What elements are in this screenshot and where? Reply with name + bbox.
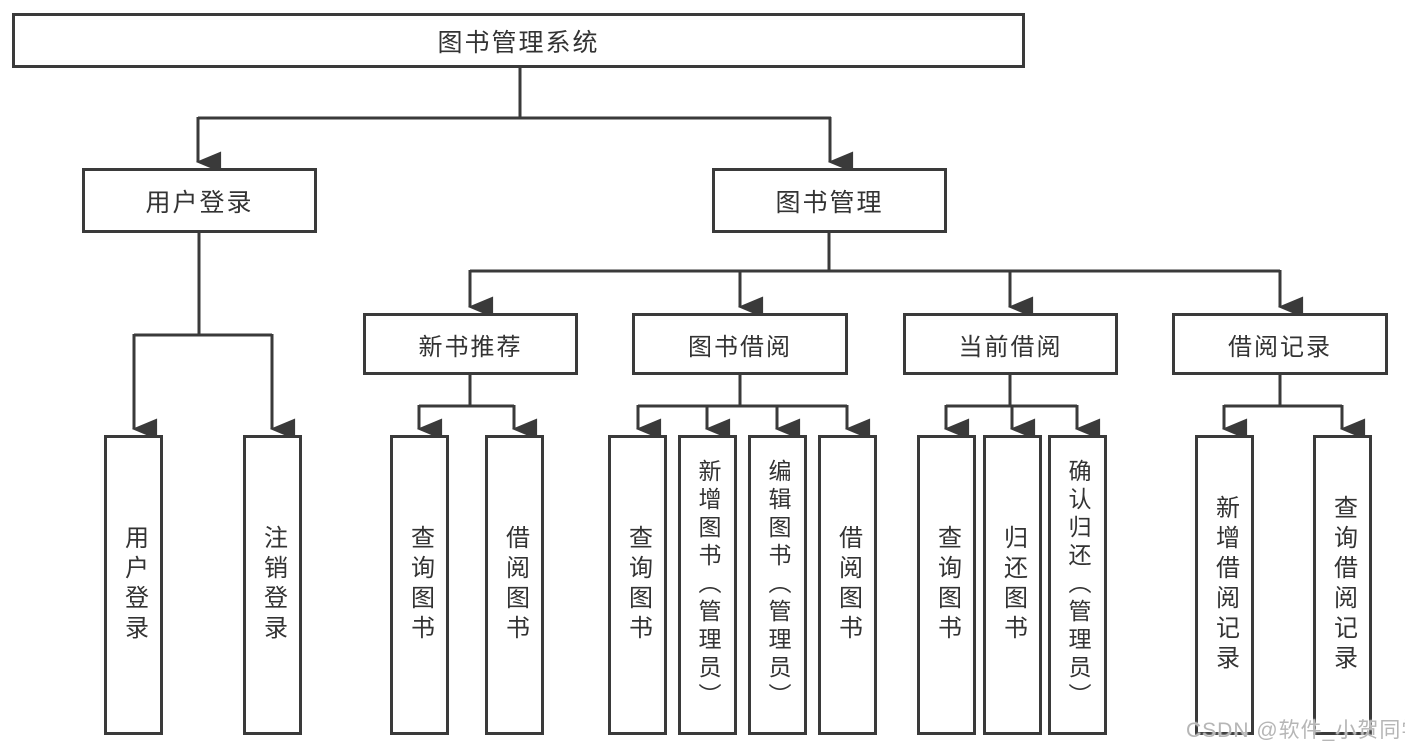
- leaf-user-login-label: 用户登录: [120, 525, 148, 645]
- connector-current-borrowing-children: [943, 375, 1101, 440]
- connector-new-book-children: [416, 375, 538, 440]
- leaf-bb-query-books-label: 查询图书: [624, 525, 652, 645]
- node-book-management: 图书管理: [712, 168, 947, 233]
- connector-book-borrowing-children: [635, 375, 871, 440]
- node-book-management-label: 图书管理: [775, 188, 884, 217]
- leaf-br-add-record: 新增借阅记录: [1195, 435, 1254, 735]
- node-current-borrowing: 当前借阅: [903, 313, 1118, 375]
- leaf-bb-add-books-admin: 新增图书（管理员）: [678, 435, 737, 735]
- leaf-br-add-record-label: 新增借阅记录: [1211, 495, 1239, 675]
- node-user-login: 用户登录: [82, 168, 317, 233]
- leaf-bb-query-books: 查询图书: [608, 435, 667, 735]
- leaf-br-query-record-label: 查询借阅记录: [1329, 495, 1357, 675]
- leaf-cb-confirm-return-admin: 确认归还（管理员）: [1048, 435, 1107, 735]
- leaf-br-query-record: 查询借阅记录: [1313, 435, 1372, 735]
- node-book-borrowing: 图书借阅: [632, 313, 848, 375]
- leaf-bb-borrow-books: 借阅图书: [818, 435, 877, 735]
- leaf-cb-return-books: 归还图书: [983, 435, 1042, 735]
- node-borrowing-records-label: 借阅记录: [1228, 333, 1332, 361]
- leaf-bb-borrow-books-label: 借阅图书: [834, 525, 862, 645]
- node-book-borrowing-label: 图书借阅: [688, 333, 792, 361]
- leaf-nb-borrow-books-label: 借阅图书: [501, 525, 529, 645]
- node-root-label: 图书管理系统: [437, 28, 600, 57]
- connector-root-to-level1: [195, 66, 854, 173]
- leaf-logout-label: 注销登录: [259, 525, 287, 645]
- leaf-nb-query-books: 查询图书: [390, 435, 449, 735]
- node-user-login-label: 用户登录: [145, 188, 254, 217]
- node-new-book-recommendation-label: 新书推荐: [418, 333, 523, 361]
- node-current-borrowing-label: 当前借阅: [958, 333, 1063, 361]
- leaf-cb-query-books: 查询图书: [917, 435, 976, 735]
- leaf-bb-add-books-admin-label: 新增图书（管理员）: [695, 459, 721, 711]
- connector-user-login-children: [131, 231, 296, 440]
- connector-book-management-children: [467, 231, 1304, 318]
- node-new-book-recommendation: 新书推荐: [363, 313, 578, 375]
- leaf-cb-query-books-label: 查询图书: [933, 525, 961, 645]
- connector-borrowing-records-children: [1221, 375, 1366, 440]
- leaf-nb-borrow-books: 借阅图书: [485, 435, 544, 735]
- leaf-nb-query-books-label: 查询图书: [406, 525, 434, 645]
- node-root: 图书管理系统: [12, 13, 1025, 68]
- leaf-cb-confirm-return-admin-label: 确认归还（管理员）: [1065, 459, 1091, 711]
- node-borrowing-records: 借阅记录: [1172, 313, 1388, 375]
- leaf-logout: 注销登录: [243, 435, 302, 735]
- leaf-user-login: 用户登录: [104, 435, 163, 735]
- leaf-bb-edit-books-admin: 编辑图书（管理员）: [748, 435, 807, 735]
- watermark: CSDN @软件_小贺同学: [1186, 719, 1405, 742]
- leaf-bb-edit-books-admin-label: 编辑图书（管理员）: [765, 459, 791, 711]
- leaf-cb-return-books-label: 归还图书: [999, 525, 1027, 645]
